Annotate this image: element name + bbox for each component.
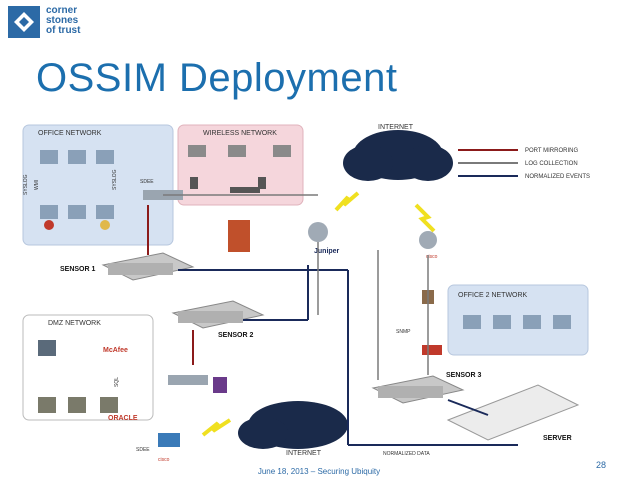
office2-pc-icon	[463, 315, 481, 329]
office-computers	[40, 150, 114, 230]
dmz-server-icon	[38, 340, 56, 356]
office-network-label: OFFICE NETWORK	[38, 130, 102, 137]
slide-footer: June 18, 2013 – Securing Ubiquity	[257, 467, 381, 476]
monitor-icon	[213, 377, 227, 393]
office-server-icon	[68, 205, 86, 219]
cornerstones-logo: corner stones of trust	[6, 4, 116, 44]
switch-icon	[168, 375, 208, 385]
sql-label: SQL	[114, 377, 120, 387]
normalized-events-line	[447, 399, 489, 416]
dmz-server-icon	[100, 397, 118, 413]
office-pc-icon	[96, 150, 114, 164]
connection-lines	[147, 194, 518, 446]
slide-header: corner stones of trust	[0, 0, 638, 50]
office-server-icon	[96, 205, 114, 219]
cisco-label: cisco	[426, 254, 438, 260]
office-pc-icon	[40, 150, 58, 164]
sensor-2-label: SENSOR 2	[218, 332, 254, 339]
phone-icon	[258, 177, 266, 189]
logo-text: corner stones of trust	[46, 6, 80, 36]
internet-cloud-bottom	[238, 417, 288, 449]
dmz-server-icon	[38, 397, 56, 413]
logo-mark-icon	[8, 6, 40, 38]
huawei-device-icon	[422, 345, 442, 355]
internet-cloud-top	[403, 145, 453, 181]
router-icon	[419, 231, 437, 249]
cisco-label: cisco	[158, 457, 170, 463]
office2-pc-icon	[493, 315, 511, 329]
server-icon	[446, 384, 580, 441]
wmi-label: WMI	[34, 180, 40, 190]
lightning-icon	[201, 418, 232, 437]
server-label: SERVER	[543, 435, 572, 442]
sensor-1-body	[108, 263, 173, 275]
sdee-label: SDEE	[136, 447, 150, 453]
syslog-label: SYSLOG	[112, 169, 118, 190]
logo-line-2: stones	[46, 15, 79, 26]
router-icon	[308, 222, 328, 242]
wireless-ap-icon	[230, 187, 260, 193]
laptop-icon	[188, 145, 206, 157]
office2-printer-icon	[553, 315, 571, 329]
dmz-network-label: DMZ NETWORK	[48, 320, 101, 327]
internet-top-label: INTERNET	[378, 124, 414, 131]
phone-icon	[190, 177, 198, 189]
office-server-icon	[40, 205, 58, 219]
redhat-icon	[44, 220, 54, 230]
legend-port-mirroring: PORT MIRRORING	[525, 148, 578, 154]
office2-network-label: OFFICE 2 NETWORK	[458, 292, 528, 299]
logo-line-3: of trust	[46, 25, 81, 36]
syslog-label: SYSLOG	[23, 174, 29, 195]
office-pc-icon	[68, 150, 86, 164]
sensor-3-body	[378, 386, 443, 398]
mcafee-label: McAfee	[103, 347, 128, 354]
legend-log-collection: LOG COLLECTION	[525, 161, 578, 167]
snmp-label: SNMP	[396, 329, 411, 335]
page-number: 28	[595, 460, 606, 470]
slide-title: OSSIM Deployment	[36, 56, 398, 100]
office-network-zone	[22, 124, 174, 246]
lightning-icon	[414, 203, 436, 233]
wireless-network-label: WIRELESS NETWORK	[203, 130, 277, 137]
firewall-device-icon	[158, 433, 180, 447]
legend: PORT MIRRORING LOG COLLECTION NORMALIZED…	[458, 148, 590, 180]
dmz-server-icon	[68, 397, 86, 413]
wireless-network-zone	[177, 124, 304, 206]
sensor-3-label: SENSOR 3	[446, 372, 482, 379]
wireless-devices	[188, 145, 291, 193]
internet-bottom-label: INTERNET	[286, 450, 322, 457]
laptop-icon	[228, 145, 246, 157]
sensor-1-label: SENSOR 1	[60, 266, 96, 273]
office2-pc-icon	[523, 315, 541, 329]
laptop-icon	[273, 145, 291, 157]
sdee-label: SDEE	[140, 179, 154, 185]
sensor-2-body	[178, 311, 243, 323]
firewall-icon	[228, 220, 250, 252]
internet-cloud-top	[343, 145, 393, 181]
office2-network-zone	[447, 284, 589, 356]
oracle-label: ORACLE	[108, 415, 138, 422]
network-diagram: OFFICE NETWORK SYSLOG WMI SYSLOG WIRELES…	[18, 115, 618, 465]
legend-normalized-events: NORMALIZED EVENTS	[525, 174, 590, 180]
lightning-icon	[334, 191, 360, 212]
juniper-label: Juniper	[314, 248, 340, 255]
logo-line-1: corner	[46, 5, 78, 16]
normalized-data-label: NORMALIZED DATA	[383, 451, 430, 457]
solaris-icon	[100, 220, 110, 230]
